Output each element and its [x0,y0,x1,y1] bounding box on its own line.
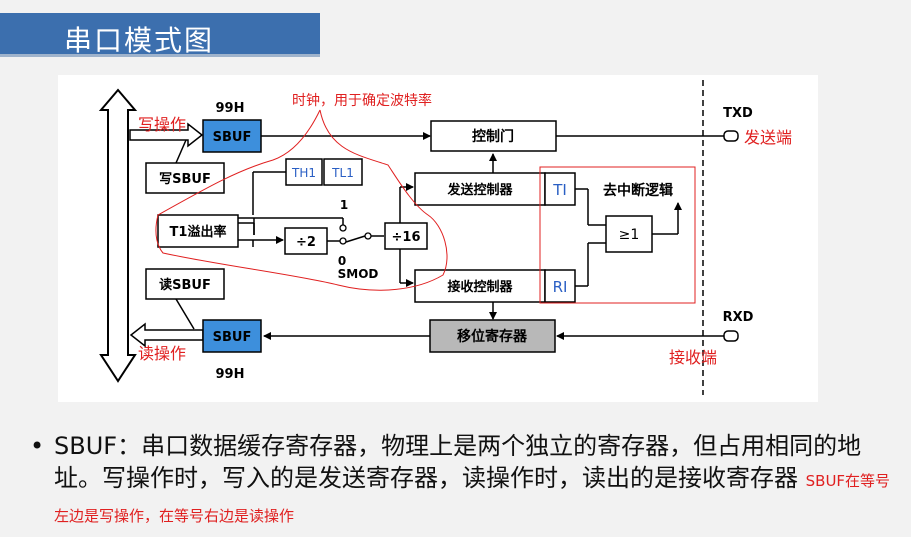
recv-controller-label: 接收控制器 [447,279,513,295]
div2-box [284,227,328,255]
description-paragraph: SBUF：串口数据缓存寄存器，物理上是两个独立的寄存器，但占用相同的地址。写操作… [54,430,900,532]
read-sbuf-box [145,268,225,300]
sbuf-bottom-box [202,319,262,353]
sbuf-top-box [202,119,262,153]
switch-pivot [364,232,372,240]
bus-to-sbuf-arrow [129,122,204,148]
tl1-label: TL1 [331,166,354,180]
annotation-clock: 时钟，用于确定波特率 [292,92,432,109]
description-note: SBUF在等号左边是写操作，在等号右边是读操作 [54,472,891,525]
div16-label: ÷16 [392,230,421,245]
switch-blade [345,235,366,243]
rxd-pin [723,330,739,342]
txd-label: TXD [723,106,753,121]
control-gate-label: 控制门 [472,128,514,145]
sbuf-bottom-label: SBUF [213,330,252,345]
div2-label: ÷2 [296,235,316,250]
interrupt-logic-label: 去中断逻辑 [603,182,673,199]
switch-contact-1 [339,224,347,232]
or-gate-label: ≥1 [619,227,640,243]
write-sbuf-box [145,162,225,194]
or-gate-box [605,215,653,253]
annotation-read: 读操作 [138,344,186,363]
div16-box [384,222,428,250]
txd-pin [723,130,739,142]
ri-label: RI [553,278,568,296]
rxd-label: RXD [723,310,754,325]
send-controller-box [414,172,546,206]
read-sbuf-label: 读SBUF [159,277,211,293]
bullet-marker: • [30,432,45,460]
sbuf-to-bus-arrow [129,322,204,348]
diagram-canvas: SBUF 99H 写SBUF 控制门 TXD 发送控制器 TI 接收控制器 RI… [98,80,792,395]
ri-box [544,269,576,303]
serial-port-diagram: SBUF 99H 写SBUF 控制门 TXD 发送控制器 TI 接收控制器 RI… [58,75,818,402]
annotation-write: 写操作 [138,115,186,134]
write-sbuf-label: 写SBUF [159,172,211,187]
smod-label: SMOD [338,267,379,281]
shift-register-label: 移位寄存器 [457,328,528,345]
page-title: 串口模式图 [64,24,215,57]
annotation-recv-port: 接收端 [669,348,717,367]
interrupt-annotation-box [539,166,696,304]
th1-box [285,158,323,186]
th1-label: TH1 [291,166,316,180]
t1-overflow-box [157,214,239,248]
data-bus-arrow [98,88,138,383]
recv-controller-box [414,269,546,303]
smod-1-label: 1 [340,198,348,212]
t1-overflow-label: T1溢出率 [170,224,227,240]
tl1-box [323,158,363,186]
clock-annotation-outline [155,109,448,291]
ti-label: TI [552,181,567,199]
send-controller-label: 发送控制器 [446,182,513,198]
title-bar: 串口模式图 [0,13,320,57]
annotation-send-port: 发送端 [744,128,792,147]
switch-contact-0 [339,237,347,245]
description-text: SBUF：串口数据缓存寄存器，物理上是两个独立的寄存器，但占用相同的地址。写操作… [54,432,862,492]
sbuf-top-addr: 99H [216,101,245,116]
ti-box [544,172,576,206]
sbuf-top-label: SBUF [213,130,252,145]
control-gate-box [430,120,557,152]
smod-0-label: 0 [338,254,346,268]
sbuf-bottom-addr: 99H [216,367,245,382]
